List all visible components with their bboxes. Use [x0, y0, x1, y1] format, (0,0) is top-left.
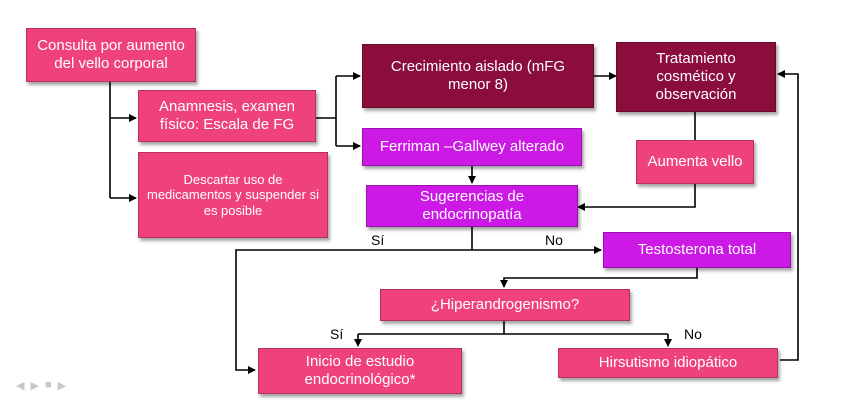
descartar-box: Descartar uso de medicamentos y suspende…	[138, 152, 328, 238]
label-no-sugerencias: No	[545, 232, 563, 248]
edge-testosterona-hiper	[500, 268, 698, 288]
label-no-hiper: No	[684, 326, 702, 342]
hirsutismo-box: Hirsutismo idiopático	[558, 348, 778, 378]
anamnesis-box: Anamnesis, examen físico: Escala de FG	[138, 90, 316, 142]
edge-si-path	[235, 249, 472, 374]
hiperandrogenismo-box: ¿Hiperandrogenismo?	[380, 289, 630, 321]
slideshow-icon[interactable]: ▶	[57, 380, 67, 392]
testosterona-box: Testosterona total	[603, 232, 791, 268]
label-si-sugerencias: Sí	[371, 232, 385, 248]
next-arrow-icon[interactable]: ▶	[30, 380, 39, 392]
edge-aumenta-sugerencias	[577, 184, 696, 211]
slide-navigation: ◀ ▶ ■ ▶	[16, 379, 66, 392]
menu-icon[interactable]: ■	[44, 379, 52, 391]
prev-arrow-icon[interactable]: ◀	[16, 380, 25, 392]
crecimiento-box: Crecimiento aislado (mFG menor 8)	[362, 44, 594, 108]
sugerencias-box: Sugerencias de endocrinopatía	[366, 185, 578, 227]
inicio-box: Inicio de estudio endocrinológico*	[258, 348, 462, 394]
consulta-box: Consulta por aumento del vello corporal	[26, 28, 196, 82]
tratamiento-box: Tratamiento cosmético y observación	[616, 42, 776, 112]
label-si-hiper: Sí	[330, 326, 344, 342]
aumenta-box: Aumenta vello	[636, 140, 754, 184]
edge-hirsutismo-tratamiento	[777, 70, 799, 361]
ferriman-box: Ferriman –Gallwey alterado	[362, 128, 582, 166]
